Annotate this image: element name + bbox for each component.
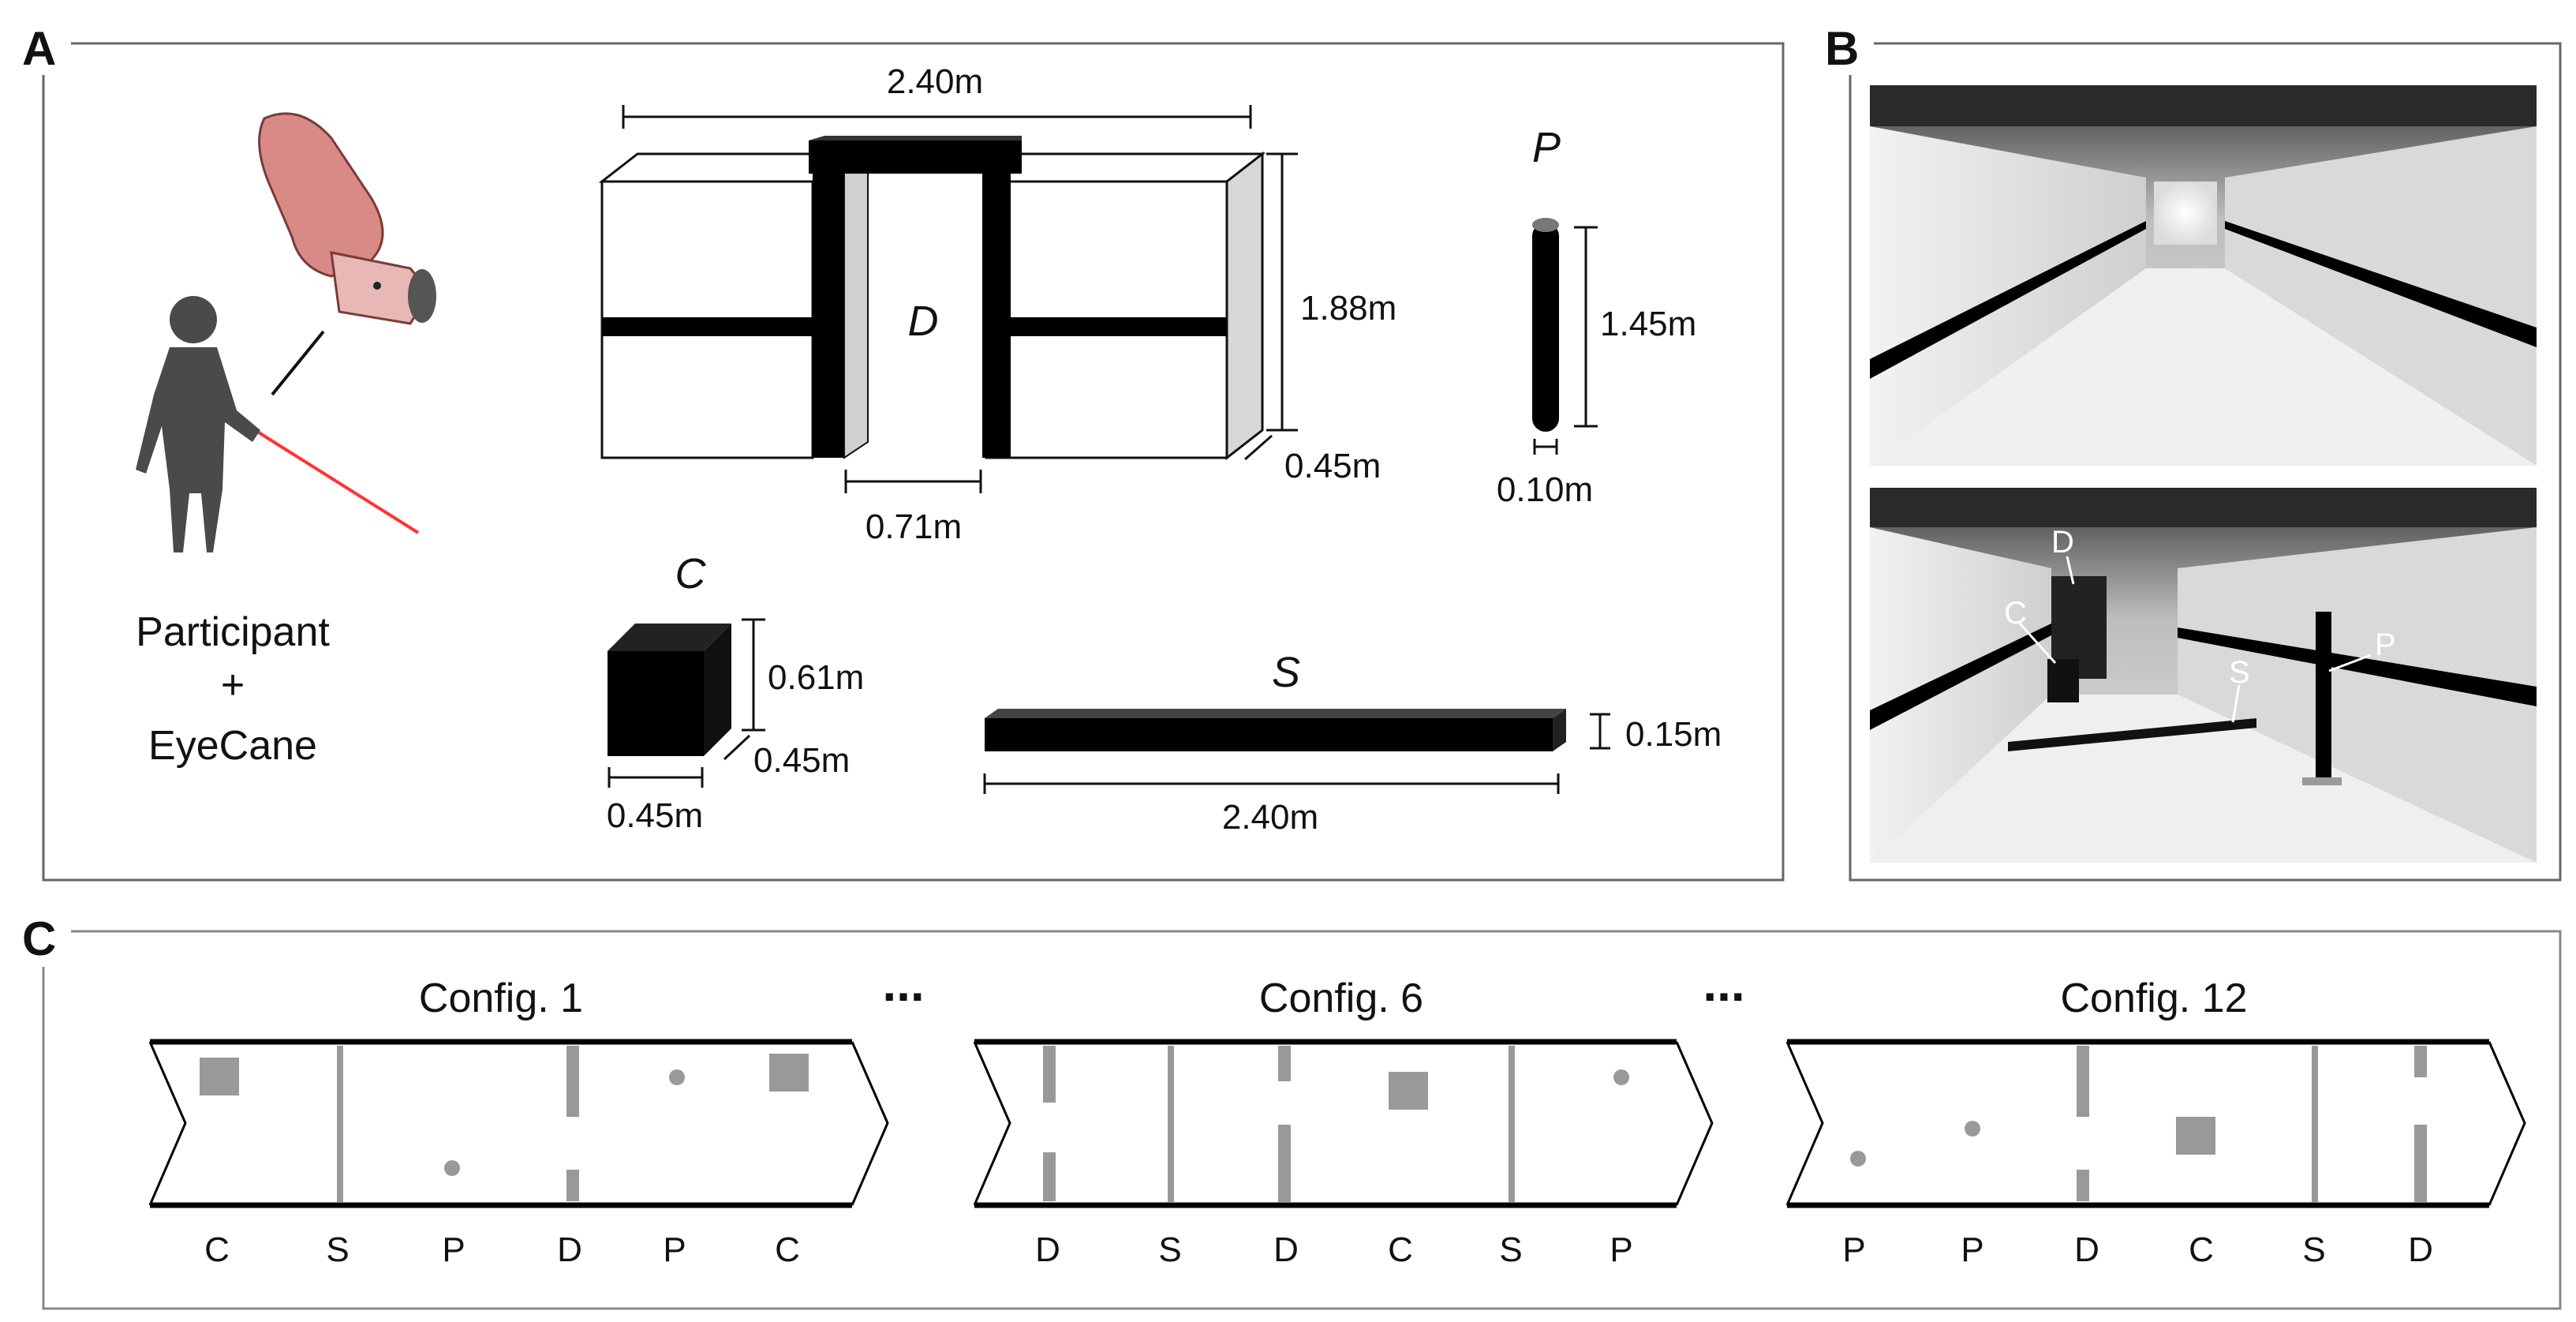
config-12-seq-3: D [2074, 1230, 2099, 1269]
door-obstacle: 2.40m D 1.88m 0.45m 0.71m [598, 62, 1396, 546]
pole-diameter-label: 0.10m [1497, 470, 1593, 509]
config-1-seq-4: D [557, 1230, 582, 1269]
photo-step-obstacle [2008, 718, 2256, 751]
config-1-seq-6: C [775, 1230, 800, 1269]
config-12-seq-6: D [2408, 1230, 2433, 1269]
pole-height-label: 1.45m [1600, 305, 1696, 343]
config-1-seq-3: P [442, 1230, 465, 1269]
pole-obstacle: P 1.45m 0.10m [1497, 124, 1696, 509]
participant-silhouette [136, 296, 260, 552]
corridor-photo-empty [1870, 85, 2537, 466]
callout-line [271, 330, 325, 396]
cube-height-label: 0.61m [768, 658, 864, 697]
cube-label: C [675, 550, 707, 597]
eyecane-hand-illustration [258, 112, 436, 325]
config-diagram-12: Config. 12 P P D C S D [1785, 976, 2526, 1269]
participant-label-line2: + [221, 662, 245, 708]
ellipsis-2: ... [1703, 955, 1744, 1012]
panel-a: A Participant + EyeCane 2.40m [16, 16, 1785, 882]
config-6-seq-2: S [1158, 1230, 1181, 1269]
door-label: D [908, 298, 939, 345]
eyecane-device-icon [408, 269, 436, 323]
panel-b: B D C [1819, 16, 2562, 882]
panel-c-frame [42, 930, 2562, 1310]
cube-width-label: 0.45m [607, 796, 703, 835]
step-obstacle: S 0.15m 2.40m [983, 649, 1722, 837]
door-height-label: 1.88m [1300, 289, 1396, 328]
panel-b-letter: B [1825, 22, 1859, 75]
photo-label-s: S [2229, 655, 2250, 690]
door-depth-label: 0.45m [1284, 447, 1381, 485]
photo-pole-obstacle [2316, 612, 2331, 781]
cube-obstacle: C 0.61m 0.45m 0.45m [607, 550, 864, 835]
config-title-12: Config. 12 [2060, 976, 2247, 1021]
config-12-seq-2: P [1961, 1230, 1983, 1269]
panel-a-letter: A [22, 22, 56, 75]
config-1-seq-2: S [326, 1230, 349, 1269]
config-6-seq-5: S [1499, 1230, 1522, 1269]
step-length-label: 2.40m [1222, 798, 1318, 837]
ellipsis-1: ... [882, 955, 924, 1012]
config-6-seq-3: D [1273, 1230, 1299, 1269]
config-1-seq-5: P [663, 1230, 686, 1269]
config-diagram-1: Config. 1 C S P D P C [148, 976, 889, 1269]
cube-depth-label: 0.45m [753, 741, 850, 780]
step-label: S [1272, 649, 1300, 696]
participant-label-line1: Participant [136, 609, 330, 655]
panel-a-frame [42, 42, 1785, 882]
photo-label-c: C [2004, 596, 2027, 631]
step-height-label: 0.15m [1625, 715, 1722, 754]
config-6-seq-6: P [1610, 1230, 1632, 1269]
laser-beam [257, 431, 420, 534]
config-1-seq-1: C [204, 1230, 230, 1269]
participant-label-line3: EyeCane [148, 723, 317, 769]
config-title-1: Config. 1 [419, 976, 583, 1021]
photo-label-d: D [2051, 525, 2074, 560]
photo-label-p: P [2375, 627, 2396, 662]
config-6-seq-1: D [1035, 1230, 1060, 1269]
panel-a-letter-bg [16, 16, 71, 75]
panel-c-letter: C [22, 912, 56, 965]
config-diagram-6: Config. 6 D S D C S P [973, 976, 1714, 1269]
config-12-seq-4: C [2189, 1230, 2214, 1269]
corridor-photo-obstacles: D C S P [1870, 488, 2537, 863]
photo-cube-obstacle [2047, 659, 2079, 702]
config-12-seq-5: S [2302, 1230, 2325, 1269]
pole-label: P [1532, 124, 1561, 171]
config-title-6: Config. 6 [1259, 976, 1423, 1021]
door-opening-label: 0.71m [866, 507, 962, 546]
panel-c: C ... ... Config. 1 C S P D P C Config. [16, 908, 2562, 1310]
panel-b-frame [1849, 42, 2562, 882]
config-6-seq-4: C [1388, 1230, 1413, 1269]
door-width-label: 2.40m [887, 62, 983, 101]
config-12-seq-1: P [1842, 1230, 1865, 1269]
